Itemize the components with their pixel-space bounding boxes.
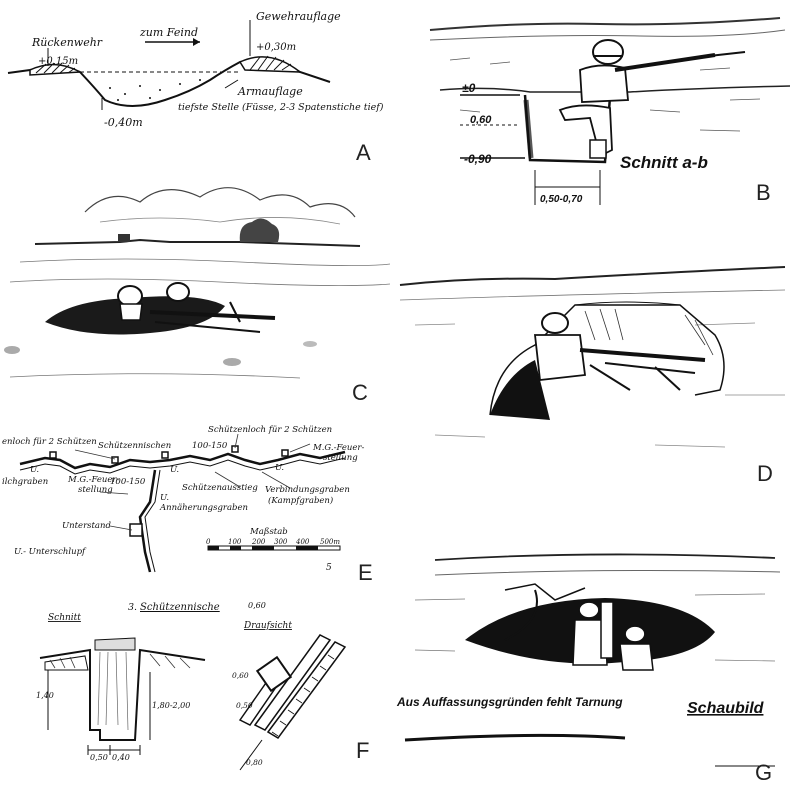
panel-e: 0 100 200 300 400 500m enloch für 2 Schü…: [0, 412, 395, 587]
panel-b: ±0 0,60 -0,90 Schnitt a-b 0,50-0,70 B: [400, 0, 800, 220]
scale-tick-300: 300: [274, 538, 288, 546]
label-e-schuetzenausstieg: Schützenausstieg: [182, 483, 258, 493]
label-e-annaeherungsgraben: Annäherungsgraben: [159, 503, 248, 513]
label-e-u4: U.: [275, 463, 284, 473]
label-e-kampfgraben: (Kampfgraben): [268, 495, 333, 506]
label-e-u3: U.: [160, 493, 169, 503]
scale-tick-0: 0: [206, 538, 211, 546]
panel-letter-f: F: [356, 738, 369, 763]
label-e-unterstand: Unterstand: [62, 521, 111, 531]
scale-tick-400: 400: [295, 538, 310, 546]
label-e-schuetzenloch-right: Schützenloch für 2 Schützen: [208, 425, 332, 435]
label-schnitt-ab: Schnitt a-b: [620, 153, 708, 172]
panel-d-drawing: D: [399, 266, 786, 485]
label-e-ilchgraben: ilchgraben: [2, 477, 48, 487]
label-e-u2: U.: [170, 465, 179, 475]
label-f-h140: 1,40: [36, 691, 54, 700]
panel-f: 3. Schützennische Schnitt Draufsicht 0,6…: [0, 590, 395, 785]
panel-letter-b: B: [756, 180, 771, 205]
label-b-width: 0,50-0,70: [540, 194, 583, 205]
label-tiefste-stelle: tiefste Stelle (Füsse, 2-3 Spatenstiche …: [178, 102, 384, 113]
label-e-d2: 100-150: [110, 477, 146, 487]
label-minus040: -0,40m: [104, 116, 143, 129]
panel-c: C: [0, 172, 395, 412]
label-b-pm0: ±0: [462, 81, 476, 95]
panel-g: Aus Auffassungsgründen fehlt Tarnung Sch…: [395, 540, 800, 785]
panel-letter-c: C: [352, 380, 368, 405]
label-f-title-num: 3.: [128, 602, 137, 613]
panel-g-drawing: Aus Auffassungsgründen fehlt Tarnung Sch…: [396, 553, 781, 785]
label-f-d080: 0,80: [246, 758, 263, 767]
label-e-stellung-left: stellung: [78, 485, 113, 495]
label-e-mg-feuer-right: M.G.-Feuer-: [312, 443, 364, 453]
label-f-draufsicht: Draufsicht: [243, 621, 292, 631]
label-f-w050: 0,50: [90, 753, 108, 762]
label-zum-feind: zum Feind: [139, 26, 198, 39]
panel-a-drawing: Rückenwehr +0,15m zum Feind Gewehrauflag…: [7, 10, 384, 165]
label-b-060: 0,60: [470, 114, 492, 126]
label-f-title: Schützennische: [140, 602, 220, 613]
panel-e-drawing: 0 100 200 300 400 500m enloch für 2 Schü…: [2, 425, 373, 585]
label-e-page-number: 5: [326, 563, 332, 573]
label-f-d050: 0,50: [236, 701, 253, 710]
label-e-stellung-right: stellung: [323, 453, 358, 463]
label-e-schuetzenloch-left: enloch für 2 Schützen: [2, 437, 97, 447]
label-b-090: -0,90: [464, 152, 492, 166]
scale-tick-100: 100: [228, 538, 242, 546]
panel-c-drawing: C: [4, 187, 391, 405]
label-g-schaubild: Schaubild: [687, 700, 765, 717]
label-e-d1: 100-150: [192, 441, 228, 451]
label-e-schuetzennischen: Schützennischen: [98, 441, 171, 451]
panel-b-drawing: ±0 0,60 -0,90 Schnitt a-b 0,50-0,70 B: [429, 17, 791, 205]
panel-letter-g: G: [755, 760, 772, 785]
label-e-unterschlupf: U.- Unterschlupf: [14, 547, 87, 557]
label-plus030: +0,30m: [256, 42, 296, 53]
label-f-d060: 0,60: [232, 671, 249, 680]
panel-d: D: [395, 245, 800, 485]
label-plus015: +0,15m: [38, 56, 78, 67]
scale-tick-500: 500m: [320, 538, 340, 546]
label-e-u1: U.: [30, 465, 39, 475]
panel-f-drawing: 3. Schützennische Schnitt Draufsicht 0,6…: [36, 601, 369, 771]
label-e-verbindungsgraben: Verbindungsgraben: [265, 485, 350, 495]
panel-a: Rückenwehr +0,15m zum Feind Gewehrauflag…: [0, 0, 390, 172]
label-e-massstab: Maßstab: [249, 527, 288, 537]
panel-letter-e: E: [358, 560, 373, 585]
scale-tick-200: 200: [251, 538, 266, 546]
label-e-mg-feuer-left: M.G.-Feuer-: [67, 475, 119, 485]
label-armauflage: Armauflage: [237, 85, 303, 98]
panel-letter-a: A: [356, 140, 371, 165]
label-g-caption: Aus Auffassungsgründen fehlt Tarnung: [396, 695, 623, 709]
panel-letter-d: D: [757, 461, 773, 485]
label-f-top-dim: 0,60: [248, 601, 266, 610]
label-gewehrauflage: Gewehrauflage: [256, 10, 341, 23]
label-rueckenwehr: Rückenwehr: [31, 36, 103, 49]
label-f-w040: 0,40: [112, 753, 130, 762]
label-f-h180: 1,80-2,00: [152, 701, 190, 710]
scale-bar: [207, 545, 341, 551]
label-f-schnitt: Schnitt: [48, 613, 81, 623]
